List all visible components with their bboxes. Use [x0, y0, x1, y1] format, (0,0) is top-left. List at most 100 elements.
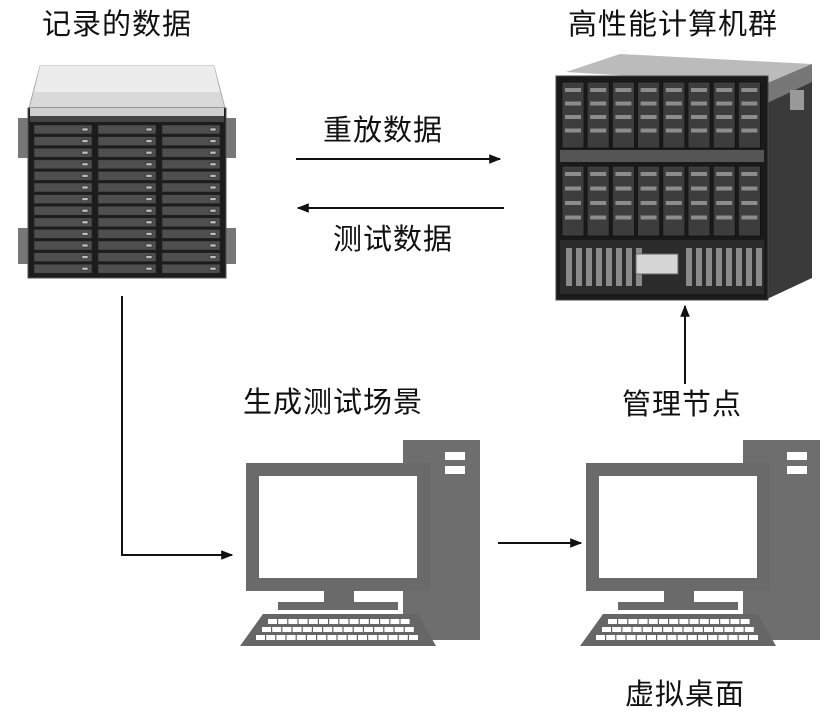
- keyboard-key: [659, 619, 668, 624]
- blade-vent: [615, 215, 632, 220]
- blade-vent: [716, 115, 733, 119]
- blade-vent: [615, 88, 632, 92]
- blade-vent: [716, 186, 733, 191]
- keyboard-key: [404, 627, 414, 632]
- blade-vent: [590, 128, 607, 133]
- keyboard-key: [720, 619, 730, 624]
- drive-bay: [161, 240, 221, 251]
- blade-vent: [590, 215, 607, 220]
- keyboard-key: [687, 635, 697, 640]
- blade-vent: [691, 172, 707, 176]
- keyboard-key: [622, 627, 632, 632]
- keyboard-key: [317, 635, 327, 640]
- keyboard-key: [333, 627, 343, 632]
- drive-led: [145, 255, 153, 259]
- blade-vent: [665, 128, 682, 133]
- storage-server-icon: [18, 65, 236, 279]
- blade-vent: [565, 88, 581, 92]
- blade-vent: [691, 186, 707, 191]
- keyboard-key: [642, 627, 652, 632]
- drive-led: [209, 174, 217, 178]
- drive-led: [209, 208, 217, 213]
- keyboard-key: [699, 619, 709, 624]
- drive-bay: [33, 194, 93, 204]
- drive-bay: [33, 171, 93, 181]
- blade-vent: [716, 101, 733, 106]
- keyboard-key: [596, 635, 605, 640]
- keyboard-key: [339, 619, 349, 624]
- keyboard-key: [256, 635, 265, 640]
- keyboard-key: [648, 619, 658, 624]
- blade-vent: [741, 101, 758, 106]
- drive-led: [209, 197, 217, 201]
- drive-led: [209, 127, 217, 132]
- panel-vent: [626, 248, 632, 286]
- drive-led: [209, 139, 217, 143]
- blade-vent: [665, 88, 682, 92]
- keyboard-key: [683, 627, 693, 632]
- blade-vent: [741, 115, 758, 119]
- drive-led: [81, 150, 89, 155]
- blade-cluster-icon: [555, 54, 812, 301]
- drive-led: [209, 243, 217, 248]
- blade-vent: [640, 115, 657, 119]
- blade-vent: [691, 115, 707, 119]
- keyboard-key: [708, 635, 718, 640]
- drive-bay: [97, 229, 157, 239]
- keyboard-key: [734, 627, 744, 632]
- drive-led: [209, 232, 217, 236]
- keyboard-key: [262, 627, 271, 632]
- drive-led: [145, 185, 153, 190]
- keyboard-key: [292, 627, 302, 632]
- keyboard-key: [718, 635, 728, 640]
- blade-vent: [615, 115, 632, 119]
- drive-led: [81, 162, 89, 167]
- drive-led: [209, 266, 217, 271]
- blade-vent: [590, 172, 607, 176]
- keyboard-key: [749, 635, 758, 640]
- keyboard-key: [698, 635, 707, 640]
- drive-led: [81, 243, 89, 248]
- keyboard-key: [740, 619, 750, 624]
- blade-vent: [640, 186, 657, 191]
- drive-bay: [97, 205, 157, 216]
- keyboard-key: [632, 627, 642, 632]
- panel-vent: [736, 248, 742, 286]
- blade-vent: [640, 215, 657, 220]
- keyboard-key: [728, 635, 738, 640]
- keyboard-key: [380, 619, 390, 624]
- computer-icon: [240, 440, 480, 646]
- drive-bay: [97, 136, 157, 146]
- drive-led: [145, 174, 153, 178]
- keyboard-key: [266, 635, 276, 640]
- blade-vent: [691, 88, 707, 92]
- drive-led: [81, 208, 89, 213]
- keyboard-key: [618, 619, 628, 624]
- drive-led: [81, 255, 89, 259]
- keyboard-key: [329, 619, 339, 624]
- keyboard-key: [724, 627, 734, 632]
- keyboard-key: [647, 635, 656, 640]
- keyboard-key: [602, 627, 611, 632]
- blade-vent: [565, 172, 581, 176]
- panel-vent: [716, 248, 722, 286]
- blade-vent: [590, 88, 607, 92]
- drive-bay: [161, 171, 221, 181]
- keyboard-key: [358, 635, 367, 640]
- blade-vent: [716, 128, 733, 133]
- panel-vent: [566, 248, 572, 286]
- keyboard-key: [663, 627, 673, 632]
- blade-vent: [590, 101, 607, 106]
- blade-vent: [741, 128, 758, 133]
- drive-bay: [161, 229, 221, 239]
- drive-bay: [97, 217, 157, 228]
- keyboard-key: [612, 627, 622, 632]
- blade-vent: [615, 201, 632, 205]
- blade-vent: [665, 115, 682, 119]
- keyboard-key: [689, 619, 699, 624]
- drive-bay: [97, 171, 157, 181]
- replay-data-label: 重放数据: [323, 113, 444, 147]
- keyboard-key: [288, 619, 298, 624]
- blade-vent: [665, 101, 682, 106]
